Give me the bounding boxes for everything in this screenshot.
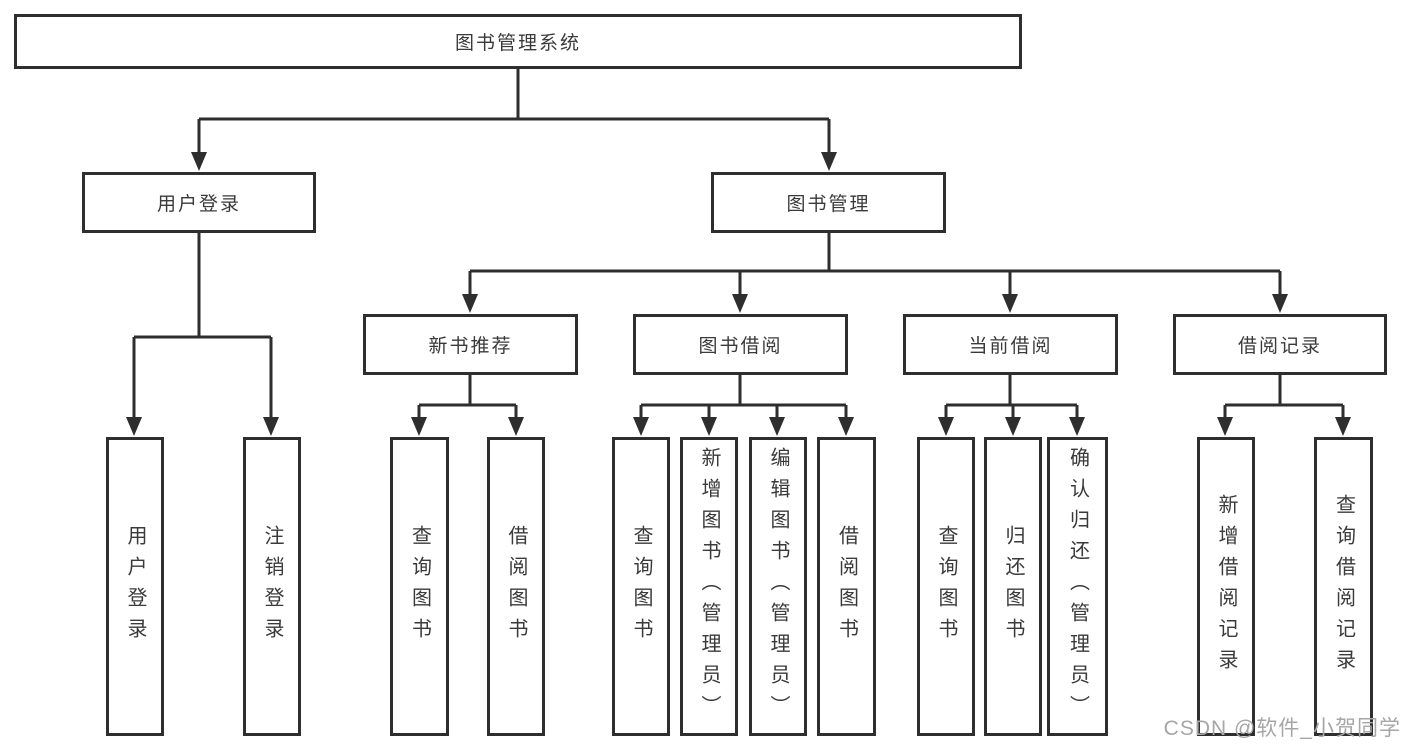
node-user-login-label: 用户登录: [156, 194, 241, 215]
leaf-borrow-borrow-label: 借阅图书: [835, 524, 858, 649]
node-book-borrow: 图书借阅: [633, 314, 848, 375]
arrowheads: [126, 152, 1351, 436]
node-current-borrow-label: 当前借阅: [968, 336, 1053, 357]
leaf-borrow-add: 新增图书（管理员）: [680, 437, 738, 736]
leaf-current-query-label: 查询图书: [935, 524, 957, 649]
node-current-borrow: 当前借阅: [903, 314, 1118, 375]
node-book-borrow-label: 图书借阅: [698, 336, 783, 357]
leaf-logout: 注销登录: [243, 437, 301, 736]
leaf-borrow-add-label: 新增图书（管理员）: [698, 447, 720, 726]
leaf-logout-label: 注销登录: [261, 524, 283, 649]
leaf-records-add-label: 新增借阅记录: [1215, 493, 1237, 680]
leaf-user-login: 用户登录: [106, 437, 164, 736]
node-root-label: 图书管理系统: [454, 33, 581, 54]
node-borrow-records-label: 借阅记录: [1237, 336, 1322, 357]
leaf-newbook-borrow: 借阅图书: [487, 437, 545, 736]
leaf-records-add: 新增借阅记录: [1197, 437, 1255, 736]
leaf-user-login-label: 用户登录: [124, 524, 146, 649]
leaf-newbook-query: 查询图书: [390, 437, 449, 736]
leaf-borrow-query-label: 查询图书: [630, 524, 652, 649]
node-book-mgmt: 图书管理: [711, 172, 946, 233]
leaf-records-query: 查询借阅记录: [1314, 437, 1373, 736]
leaf-records-query-label: 查询借阅记录: [1332, 493, 1355, 680]
leaf-current-confirm-label: 确认归还（管理员）: [1066, 447, 1089, 726]
leaf-newbook-borrow-label: 借阅图书: [505, 524, 527, 649]
node-user-login: 用户登录: [82, 172, 316, 233]
node-new-book-rec-label: 新书推荐: [428, 336, 513, 357]
leaf-borrow-edit-label: 编辑图书（管理员）: [767, 447, 789, 726]
leaf-borrow-edit: 编辑图书（管理员）: [749, 437, 807, 736]
node-new-book-rec: 新书推荐: [363, 314, 578, 375]
leaf-borrow-query: 查询图书: [612, 437, 670, 736]
leaf-current-return: 归还图书: [984, 437, 1042, 736]
node-root: 图书管理系统: [14, 14, 1022, 69]
leaf-current-query: 查询图书: [917, 437, 975, 736]
leaf-current-confirm: 确认归还（管理员）: [1047, 437, 1108, 736]
leaf-current-return-label: 归还图书: [1002, 524, 1024, 649]
node-book-mgmt-label: 图书管理: [786, 194, 871, 215]
leaf-newbook-query-label: 查询图书: [408, 524, 431, 649]
node-borrow-records: 借阅记录: [1173, 314, 1387, 375]
leaf-borrow-borrow: 借阅图书: [817, 437, 876, 736]
csdn-watermark: CSDN @软件_小贺同学: [1163, 717, 1401, 740]
